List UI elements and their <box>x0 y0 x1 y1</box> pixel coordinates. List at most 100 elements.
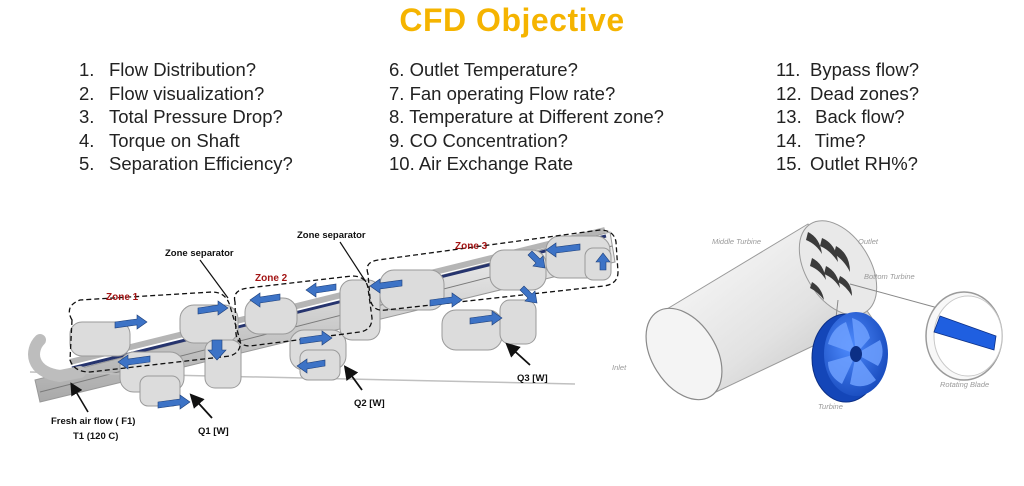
zone-3-boundary <box>366 229 619 311</box>
objective-item: 1. Flow Distribution? <box>79 58 293 82</box>
turbine-label: Turbine <box>818 402 843 411</box>
objective-number: 13. <box>776 106 802 127</box>
objective-number: 6. <box>389 59 405 80</box>
objective-number: 2. <box>79 82 95 104</box>
objective-text: Temperature at Different zone? <box>409 106 664 127</box>
zone-separator-label-2: Zone separator <box>297 230 366 241</box>
objective-text: Time? <box>810 129 866 151</box>
flow-arrow <box>519 285 538 304</box>
q3-arrow <box>505 342 531 366</box>
objective-text: Separation Efficiency? <box>109 153 293 174</box>
q2-label: Q2 [W] <box>354 398 385 409</box>
objective-number: 1. <box>79 59 95 80</box>
cylinder <box>645 220 878 401</box>
objective-item: 5. Separation Efficiency? <box>79 152 293 176</box>
objective-item: 3. Total Pressure Drop? <box>79 105 293 129</box>
zone-2-label: Zone 2 <box>255 273 288 284</box>
flow-arrow <box>469 310 503 326</box>
middle-turbine-blades <box>806 232 852 300</box>
objective-item: 4. Torque on Shaft <box>79 129 293 153</box>
objective-item: 12. Dead zones? <box>776 82 919 106</box>
objective-number: 4. <box>79 129 95 151</box>
zone-1-label: Zone 1 <box>106 292 139 303</box>
objective-text: Flow Distribution? <box>109 59 257 80</box>
zone-1-boundary <box>68 291 241 373</box>
objective-item: 10. Air Exchange Rate <box>389 152 664 176</box>
objective-text: Outlet RH%? <box>810 153 918 174</box>
objective-item: 15. Outlet RH%? <box>776 152 919 176</box>
q3-label: Q3 [W] <box>517 373 548 384</box>
flow-arrow <box>595 252 611 271</box>
turbine-pointer <box>835 299 839 319</box>
objective-number: 8. <box>389 106 405 127</box>
flow-arrow <box>305 282 337 298</box>
flow-arrow <box>117 354 151 370</box>
rotating-blade <box>925 291 1003 381</box>
objective-item: 8. Temperature at Different zone? <box>389 105 664 129</box>
flow-arrow <box>296 358 326 374</box>
flow-arrow <box>249 292 281 308</box>
fresh-air-label-line2: T1 (120 C) <box>73 431 118 442</box>
zone-3-label: Zone 3 <box>455 241 488 252</box>
objective-number: 15. <box>776 153 802 174</box>
objective-number: 11. <box>776 59 801 80</box>
inlet-label: Inlet <box>612 363 627 372</box>
objective-number: 7. <box>389 82 405 104</box>
objective-number: 12. <box>776 82 802 104</box>
objective-text: Back flow? <box>810 106 905 127</box>
middle-turbine-label: Middle Turbine <box>712 237 761 246</box>
page-title: CFD Objective <box>399 2 625 38</box>
inlet-pipe <box>28 334 86 383</box>
objective-item: 6. Outlet Temperature? <box>389 58 664 82</box>
objective-item: 11. Bypass flow? <box>776 58 919 82</box>
zone-separator-pointer-1 <box>199 259 229 299</box>
flow-arrow <box>157 394 191 410</box>
q1-label: Q1 [W] <box>198 426 229 437</box>
blade-pointer <box>849 283 939 309</box>
objective-number: 14. <box>776 129 802 151</box>
objective-text: Outlet Temperature? <box>409 59 578 80</box>
flow-arrow <box>429 292 463 308</box>
objective-number: 5. <box>79 153 95 174</box>
fresh-air-label-line1: Fresh air flow ( F1) <box>51 416 135 427</box>
fresh-air-pointer <box>70 382 89 413</box>
objective-number: 9. <box>389 129 405 151</box>
objective-text: Bypass flow? <box>810 59 919 80</box>
equipment-blocks <box>69 235 612 407</box>
rotating-blade-label: Rotating Blade <box>940 380 989 389</box>
zone-boundaries <box>68 229 619 373</box>
objectives-column-2: 6. Outlet Temperature? 7. Fan operating … <box>389 58 664 176</box>
objective-number: 10. <box>389 153 415 174</box>
objective-text: Air Exchange Rate <box>418 153 574 174</box>
q2-arrow <box>343 365 363 391</box>
flow-arrow <box>207 339 227 361</box>
objective-item: 2. Flow visualization? <box>79 82 293 106</box>
flow-arrow <box>545 242 581 258</box>
flow-arrow <box>114 314 148 330</box>
objective-item: 14. Time? <box>776 129 919 153</box>
outlet-label: Outlet <box>858 237 879 246</box>
objectives-column-1: 1. Flow Distribution? 2. Flow visualizatio… <box>79 58 293 176</box>
objective-number: 3. <box>79 106 95 127</box>
q1-arrow <box>189 393 213 419</box>
objective-item: 7. Fan operating Flow rate? <box>389 82 664 106</box>
flow-arrow <box>369 278 403 294</box>
cylinder-inlet-opening <box>645 307 723 401</box>
zone-2-boundary <box>233 275 373 347</box>
objective-text: Dead zones? <box>810 82 920 104</box>
objective-text: Total Pressure Drop? <box>109 106 283 127</box>
objective-text: Flow visualization? <box>109 82 265 104</box>
turbine-impeller <box>811 312 888 403</box>
zone-separator-pointer-2 <box>339 241 367 283</box>
objective-item: 13. Back flow? <box>776 105 919 129</box>
objective-text: CO Concentration? <box>409 129 568 151</box>
objective-text: Torque on Shaft <box>109 129 240 151</box>
bottom-turbine-label: Bottom Turbine <box>864 272 915 281</box>
flow-arrow <box>299 330 333 346</box>
zone-separator-label-1: Zone separator <box>165 248 234 259</box>
flow-arrow <box>527 250 546 269</box>
objectives-column-3: 11. Bypass flow? 12. Dead zones? 13. Back … <box>776 58 919 176</box>
flow-arrow <box>197 300 229 316</box>
